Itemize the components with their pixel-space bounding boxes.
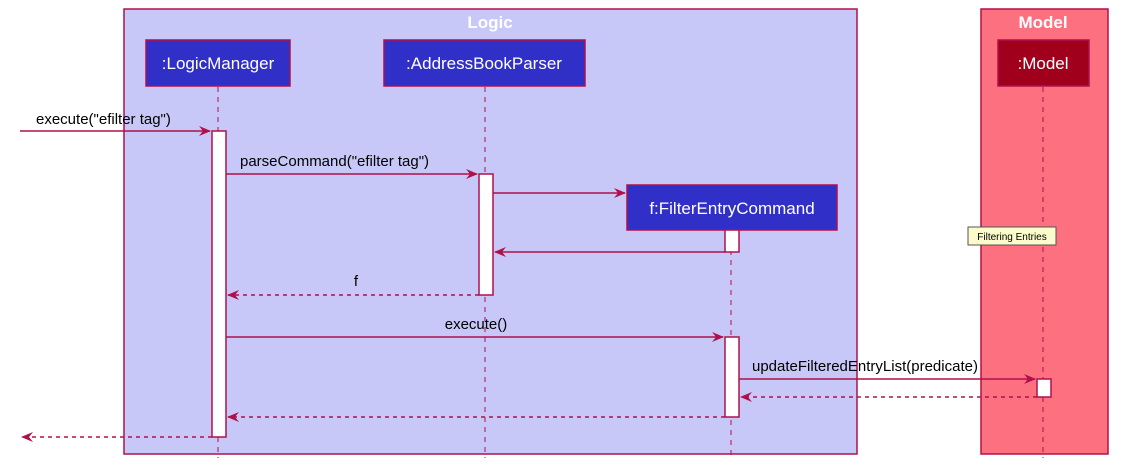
model-activation	[1036, 378, 1052, 398]
parse-command-label: parseCommand("efilter tag")	[240, 153, 429, 170]
participant-filter-entry-command: f:FilterEntryCommand	[626, 184, 838, 231]
filter-entry-command-activation-2	[724, 336, 740, 418]
logic-manager-activation	[211, 130, 227, 438]
filter-entry-command-label: f:FilterEntryCommand	[649, 199, 814, 218]
execute-label: execute()	[445, 316, 508, 333]
filter-entry-command-activation-1	[724, 229, 740, 253]
logic-manager-label: :LogicManager	[162, 54, 275, 73]
participant-address-book-parser: :AddressBookParser	[383, 39, 586, 87]
activations	[211, 130, 1052, 438]
model-frame-title: Model	[1018, 13, 1067, 32]
address-book-parser-activation	[478, 173, 494, 296]
execute-call-label: execute("efilter tag")	[36, 111, 171, 128]
filtering-entries-note: Filtering Entries	[967, 226, 1057, 246]
note-label: Filtering Entries	[977, 232, 1046, 243]
update-filtered-label: updateFilteredEntryList(predicate)	[752, 358, 978, 375]
participant-model: :Model	[997, 39, 1090, 87]
return-f-label: f	[354, 273, 359, 290]
participant-logic-manager: :LogicManager	[145, 39, 291, 87]
model-label: :Model	[1017, 54, 1068, 73]
logic-frame-title: Logic	[467, 13, 512, 32]
address-book-parser-label: :AddressBookParser	[406, 54, 562, 73]
